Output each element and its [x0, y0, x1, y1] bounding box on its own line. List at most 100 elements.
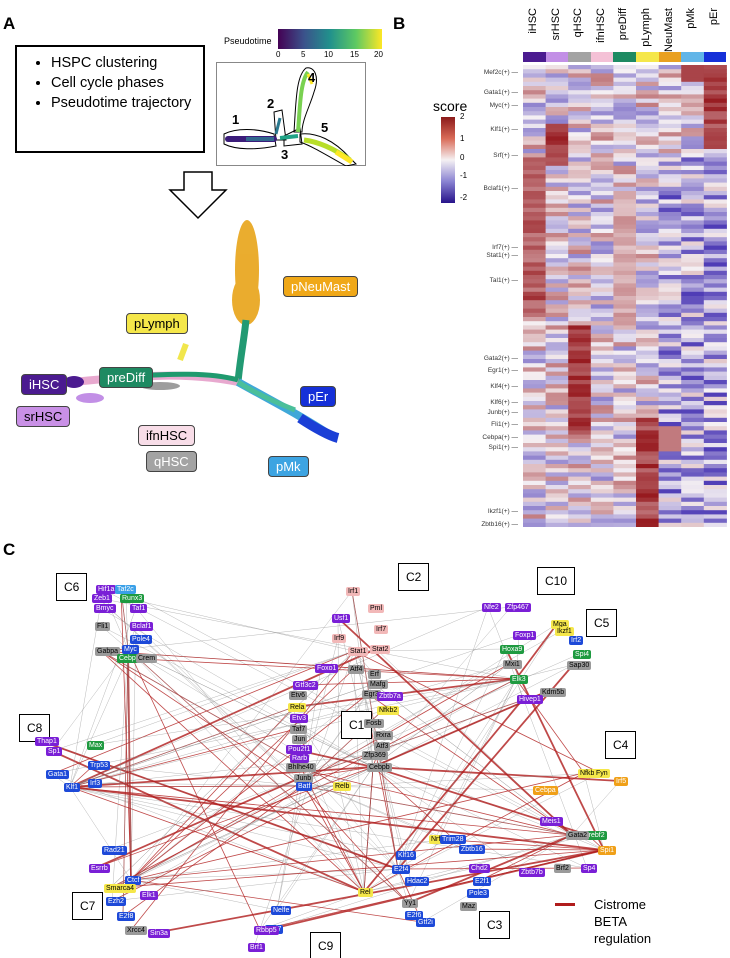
heatmap-cell — [658, 300, 682, 305]
heatmap-cell — [636, 279, 660, 284]
network-node: Bmyc — [94, 604, 116, 613]
heatmap-cell — [523, 111, 547, 116]
heatmap-cell — [703, 254, 727, 259]
heatmap-cell — [568, 186, 592, 192]
heatmap-cell — [658, 430, 682, 436]
heatmap-cell — [636, 228, 660, 234]
heatmap-cell — [590, 459, 614, 465]
heatmap-cell — [568, 506, 592, 511]
heatmap-cell — [613, 443, 637, 448]
heatmap-cell — [703, 195, 727, 200]
heatmap-cell — [658, 434, 682, 440]
heatmap-cell — [613, 69, 637, 74]
heatmap-cell — [568, 254, 592, 259]
network-node: Max — [87, 741, 105, 750]
network-edge — [111, 785, 340, 902]
heatmap-cell — [613, 296, 637, 301]
heatmap-group-color — [568, 52, 591, 62]
heatmap-cell — [636, 296, 660, 301]
network-edge — [363, 698, 524, 893]
heatmap-cell — [703, 140, 727, 146]
heatmap-cell — [590, 476, 614, 482]
heatmap-cell — [636, 102, 660, 108]
heatmap-gene-label: Klf6(+) — — [490, 399, 518, 406]
heatmap-cell — [636, 409, 660, 415]
heatmap-cell — [545, 493, 569, 499]
heatmap-cell — [681, 81, 705, 87]
heatmap-cell — [681, 371, 705, 377]
heatmap-cell — [636, 258, 660, 263]
heatmap-cell — [568, 468, 592, 473]
network-node: Brf1 — [248, 943, 265, 952]
heatmap-cell — [636, 522, 660, 527]
heatmap-cell — [681, 69, 705, 74]
heatmap-cell — [545, 153, 569, 158]
heatmap-group-color — [681, 52, 704, 62]
heatmap-cell — [590, 178, 614, 184]
network-edge — [69, 607, 101, 788]
heatmap-cell — [523, 367, 547, 373]
network-node: Yy1 — [402, 899, 419, 908]
heatmap-cell — [636, 161, 660, 167]
network-edge — [259, 849, 605, 931]
heatmap-cell — [681, 506, 705, 511]
heatmap-cell — [545, 283, 569, 289]
heatmap-cell — [590, 111, 614, 116]
heatmap-cell — [681, 254, 705, 259]
heatmap-cell — [681, 233, 705, 238]
heatmap-cell — [681, 346, 705, 352]
network-edge — [69, 786, 365, 893]
heatmap-cell — [545, 86, 569, 91]
heatmap-cell — [636, 388, 660, 394]
network-node: Irf3 — [88, 779, 103, 788]
heatmap-cell — [636, 165, 660, 171]
heatmap-cell — [636, 262, 660, 268]
heatmap-cell — [568, 497, 592, 503]
heatmap-cell — [545, 514, 569, 520]
heatmap-gene-label: Gata2(+) — — [483, 355, 518, 362]
heatmap-cell — [523, 107, 547, 112]
network-node: Smarca4 — [104, 884, 137, 893]
heatmap-cell — [658, 191, 682, 196]
heatmap-cell — [568, 514, 592, 520]
heatmap-cell — [613, 220, 637, 226]
heatmap-cell — [568, 165, 592, 171]
heatmap-column-label: iHSC — [527, 8, 539, 34]
heatmap-cell — [590, 375, 614, 381]
heatmap-cell — [658, 329, 682, 335]
network-node: Relb — [333, 782, 352, 791]
heatmap-cell — [545, 468, 569, 473]
heatmap-cell — [658, 518, 682, 524]
heatmap-cell — [703, 443, 727, 448]
heatmap-cell — [658, 392, 682, 398]
heatmap-cell — [568, 69, 592, 74]
heatmap-cell — [590, 464, 614, 469]
network-node: Cebpb — [367, 763, 392, 772]
heatmap-cell — [590, 392, 614, 398]
heatmap-cell — [590, 493, 614, 499]
heatmap-cell — [523, 346, 547, 352]
heatmap-gene-label: Egr1(+) — — [487, 367, 518, 374]
network-node: Foxp1 — [513, 631, 537, 640]
network-edge — [51, 650, 355, 775]
heatmap-gene-label: Ikzf1(+) — — [487, 508, 518, 515]
heatmap-cell — [590, 207, 614, 213]
heatmap-cell — [658, 489, 682, 494]
heatmap-cell — [590, 409, 614, 415]
heatmap-cell — [681, 455, 705, 461]
heatmap-cell — [545, 182, 569, 188]
network-node: Mafg — [368, 680, 388, 689]
heatmap-cell — [545, 363, 569, 368]
heatmap-cell — [590, 224, 614, 230]
heatmap-cell — [613, 111, 637, 116]
heatmap-cell — [590, 443, 614, 448]
heatmap-cell — [703, 178, 727, 184]
heatmap-cell — [545, 275, 569, 280]
heatmap-cell — [703, 396, 727, 402]
heatmap-cell — [613, 363, 637, 368]
heatmap-cell — [658, 254, 682, 259]
heatmap-cell — [613, 102, 637, 108]
heatmap-cell — [703, 426, 727, 431]
heatmap-cell — [636, 224, 660, 230]
